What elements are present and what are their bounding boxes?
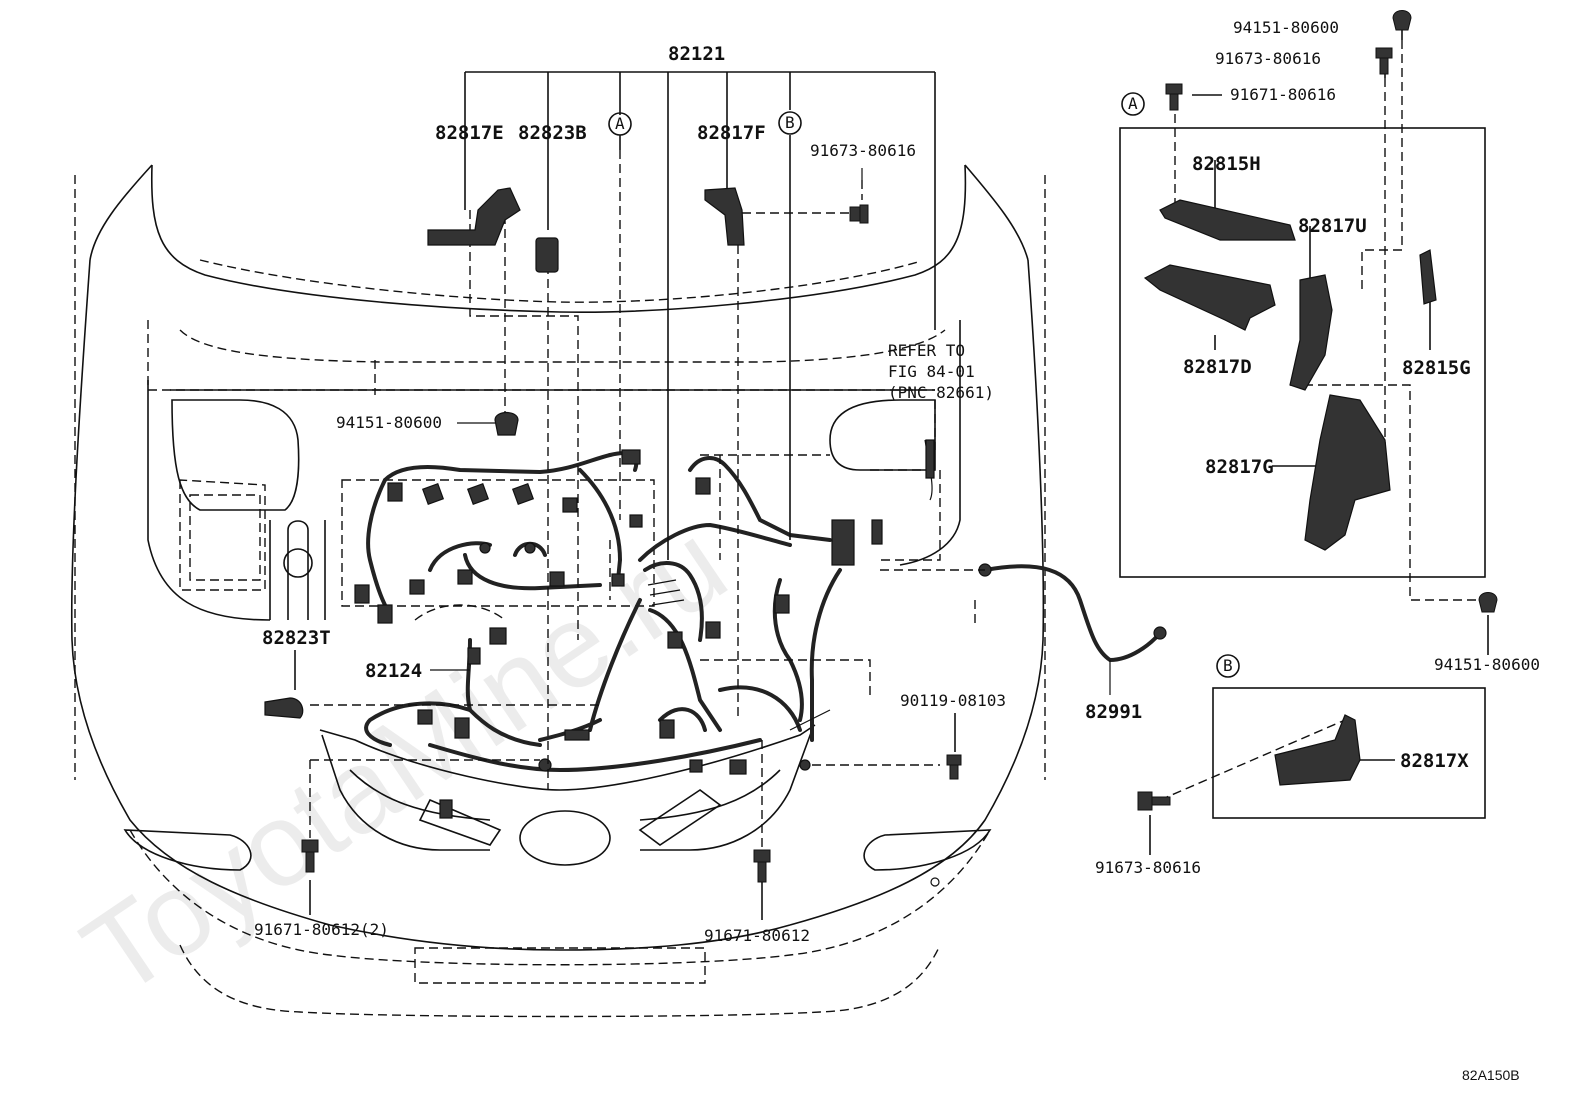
label-82823b: 82823B	[518, 122, 587, 144]
label-91673-top: 91673-80616	[810, 141, 916, 160]
label-82121: 82121	[668, 43, 725, 65]
bracket-82817f-icon	[704, 187, 745, 246]
label-90119: 90119-08103	[900, 691, 1006, 710]
label-82823t: 82823T	[262, 627, 331, 649]
label-82817u: 82817U	[1298, 215, 1367, 237]
label-91671-left: 91671-80612(2)	[254, 920, 389, 939]
label-91671-r: 91671-80616	[1230, 85, 1336, 104]
label-refer-3: (PNC 82661)	[888, 383, 994, 402]
bolt-91673-b-icon	[1137, 791, 1171, 811]
bracket-82817x-icon	[1274, 714, 1361, 786]
label-82817d: 82817D	[1183, 356, 1252, 378]
bolt-icon	[849, 204, 869, 224]
label-82817g: 82817G	[1205, 456, 1274, 478]
bolt-91673-top-icon	[1375, 47, 1393, 75]
vehicle-outline	[70, 164, 1046, 1018]
bolt-91671-a-icon	[1165, 83, 1183, 111]
cover-82815h-icon	[1159, 199, 1296, 241]
label-82817x: 82817X	[1400, 750, 1469, 772]
clip-94151-icon	[494, 411, 519, 436]
bracket-82817u-icon	[1289, 274, 1333, 391]
marker-b-top: B	[785, 113, 795, 132]
detail-panel-b	[1137, 687, 1486, 855]
diagram-code: 82A150B	[1462, 1067, 1520, 1083]
label-94151-left: 94151-80600	[336, 413, 442, 432]
label-94151-r-right: 94151-80600	[1434, 655, 1540, 674]
marker-b-right: B	[1223, 656, 1233, 675]
clip-94151-right-icon	[1478, 592, 1498, 613]
bolt-91671-mid-icon	[753, 849, 771, 883]
markers	[608, 92, 1240, 678]
label-82817f: 82817F	[697, 122, 766, 144]
label-82124: 82124	[365, 660, 422, 682]
leader-lines	[294, 71, 1167, 920]
engine-harness	[341, 439, 941, 819]
clip-82823b-icon	[535, 237, 559, 273]
label-94151-r-top: 94151-80600	[1233, 18, 1339, 37]
bracket-82817d-icon	[1143, 264, 1276, 331]
label-refer-2: FIG 84-01	[888, 362, 975, 381]
bracket-82815g-icon	[1419, 249, 1437, 305]
marker-a-top: A	[615, 114, 625, 133]
marker-a-right: A	[1128, 94, 1138, 113]
bracket-82817g-icon	[1304, 394, 1391, 551]
part-icons-top	[264, 187, 962, 883]
bracket-82817e-icon	[427, 187, 521, 246]
label-82815g: 82815G	[1402, 357, 1471, 379]
label-refer-1: REFER TO	[888, 341, 965, 360]
grommet-82823t-icon	[264, 697, 304, 719]
label-91671-mid: 91671-80612	[704, 926, 810, 945]
label-82991: 82991	[1085, 701, 1142, 723]
bolt-90119-icon	[946, 754, 962, 780]
label-82815h: 82815H	[1192, 153, 1261, 175]
detail-panel-a	[1119, 10, 1498, 655]
bolt-91671-left-icon	[301, 839, 319, 873]
label-91673-r-top: 91673-80616	[1215, 49, 1321, 68]
label-91673-r-bottom: 91673-80616	[1095, 858, 1201, 877]
labels: 82121 82817E 82823B A 82817F B 91673-806…	[254, 18, 1540, 1083]
clip-94151-top-icon	[1392, 10, 1412, 31]
label-82817e: 82817E	[435, 122, 504, 144]
connector-group	[354, 449, 883, 819]
